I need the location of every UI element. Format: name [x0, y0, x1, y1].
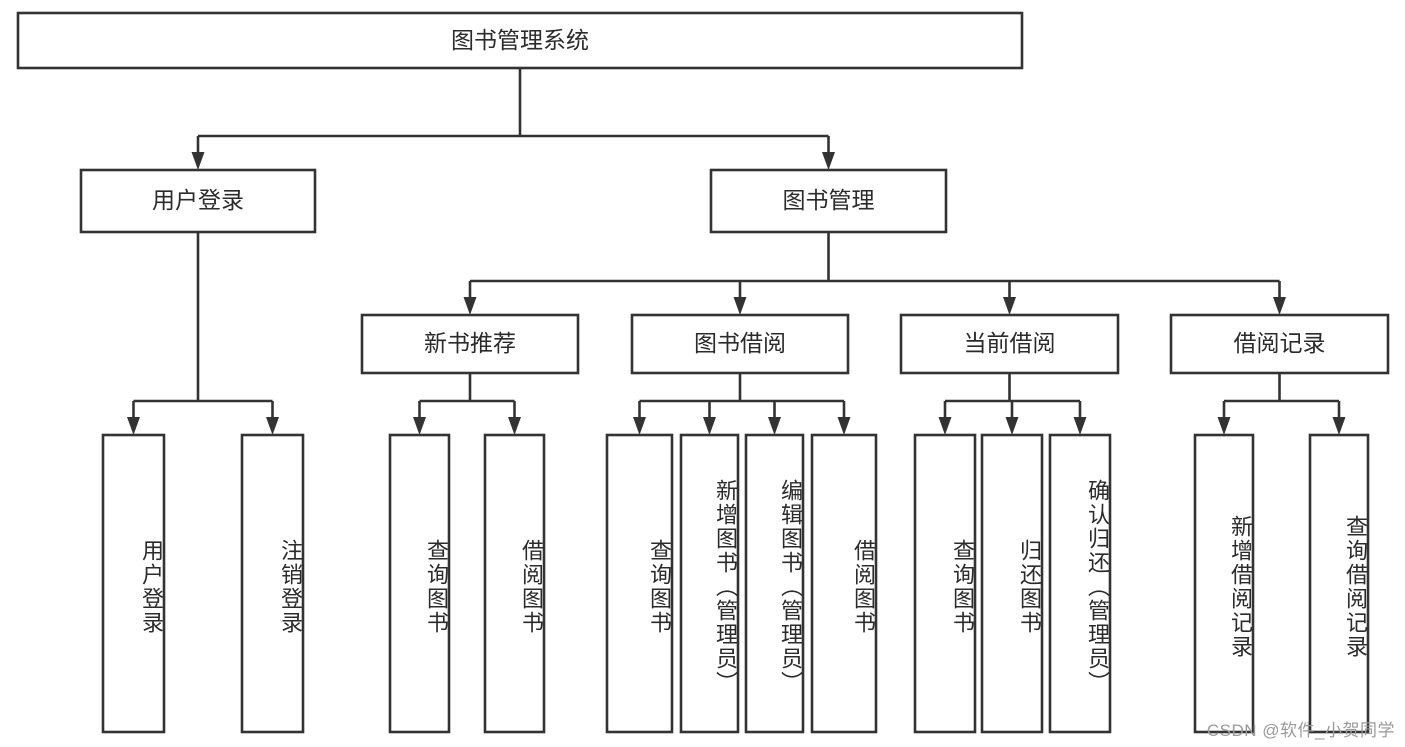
edge-arrow-l2-current-borrow [1003, 297, 1016, 315]
node-box-l3-add-book-admin[interactable] [679, 433, 740, 734]
node-box-l3-query-borrow-record[interactable] [1308, 433, 1370, 734]
watermark-text: CSDN @软件_小贺同学 [1206, 721, 1395, 740]
node-box-l1-user-login[interactable] [79, 168, 317, 234]
edge-arrow-l2-borrow-record [1273, 297, 1286, 315]
edge-arrow-l3-edit-book-admin [768, 417, 781, 435]
node-box-l3-add-borrow-record[interactable] [1193, 433, 1255, 734]
node-box-l3-confirm-return-admin[interactable] [1048, 433, 1112, 734]
node-box-l1-book-manage[interactable] [709, 168, 948, 234]
node-box-l3-query-book-c[interactable] [913, 433, 977, 734]
edge-arrow-l3-add-borrow-record [1217, 417, 1231, 435]
edge-arrow-l1-user-login [191, 152, 205, 170]
node-box-l3-borrow-book-b[interactable] [810, 433, 878, 734]
edge-arrow-l2-book-borrow [733, 297, 747, 315]
edge-arrow-l3-confirm-return-admin [1073, 417, 1087, 435]
edge-arrow-l3-borrow-book-a [508, 417, 521, 435]
node-box-l2-current-borrow[interactable] [899, 313, 1120, 375]
node-box-l2-new-book-rec[interactable] [360, 313, 580, 375]
node-box-l2-borrow-record[interactable] [1169, 313, 1390, 375]
edge-arrow-l3-query-borrow-record [1332, 417, 1346, 435]
edge-arrow-l1-book-manage [822, 152, 835, 170]
node-box-l3-logout-leaf[interactable] [240, 433, 305, 734]
node-box-l3-return-book[interactable] [980, 433, 1044, 734]
boxes-layer [16, 11, 1390, 734]
node-box-l2-book-borrow[interactable] [630, 313, 850, 375]
edges-layer [127, 68, 1346, 435]
node-box-l3-query-book-b[interactable] [605, 433, 674, 734]
node-box-l3-borrow-book-a[interactable] [483, 433, 546, 734]
edge-arrow-l3-logout-leaf [266, 417, 279, 435]
edge-arrow-l3-query-book-a [413, 417, 426, 435]
edge-arrow-l3-borrow-book-b [837, 417, 851, 435]
node-box-root[interactable] [16, 11, 1024, 70]
edge-arrow-l3-add-book-admin [703, 417, 716, 435]
edge-arrow-l3-return-book [1005, 417, 1019, 435]
node-box-l3-user-login-leaf[interactable] [101, 433, 166, 734]
edge-arrow-l3-query-book-c [938, 417, 952, 435]
node-box-l3-edit-book-admin[interactable] [744, 433, 805, 734]
edge-arrow-l2-new-book-rec [463, 297, 477, 315]
edge-arrow-l3-query-book-b [633, 417, 646, 435]
edge-arrow-l3-user-login-leaf [127, 417, 140, 435]
node-box-l3-query-book-a[interactable] [388, 433, 451, 734]
